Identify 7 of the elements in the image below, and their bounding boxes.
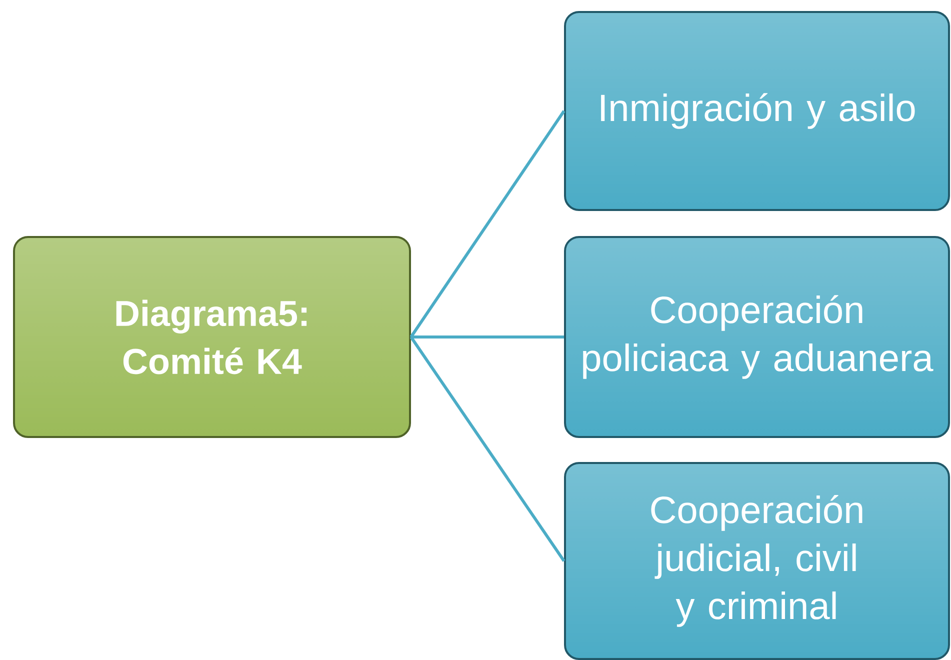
connector-line xyxy=(411,336,564,338)
process-box: Cooperación judicial, civil y criminal xyxy=(564,462,950,660)
process-box: Cooperación policiaca y aduanera xyxy=(564,236,950,438)
connector-line xyxy=(410,336,566,562)
connector-line xyxy=(410,110,566,338)
process-box: Diagrama5: Comité K4 xyxy=(13,236,411,438)
process-box: Inmigración y asilo xyxy=(564,11,950,211)
